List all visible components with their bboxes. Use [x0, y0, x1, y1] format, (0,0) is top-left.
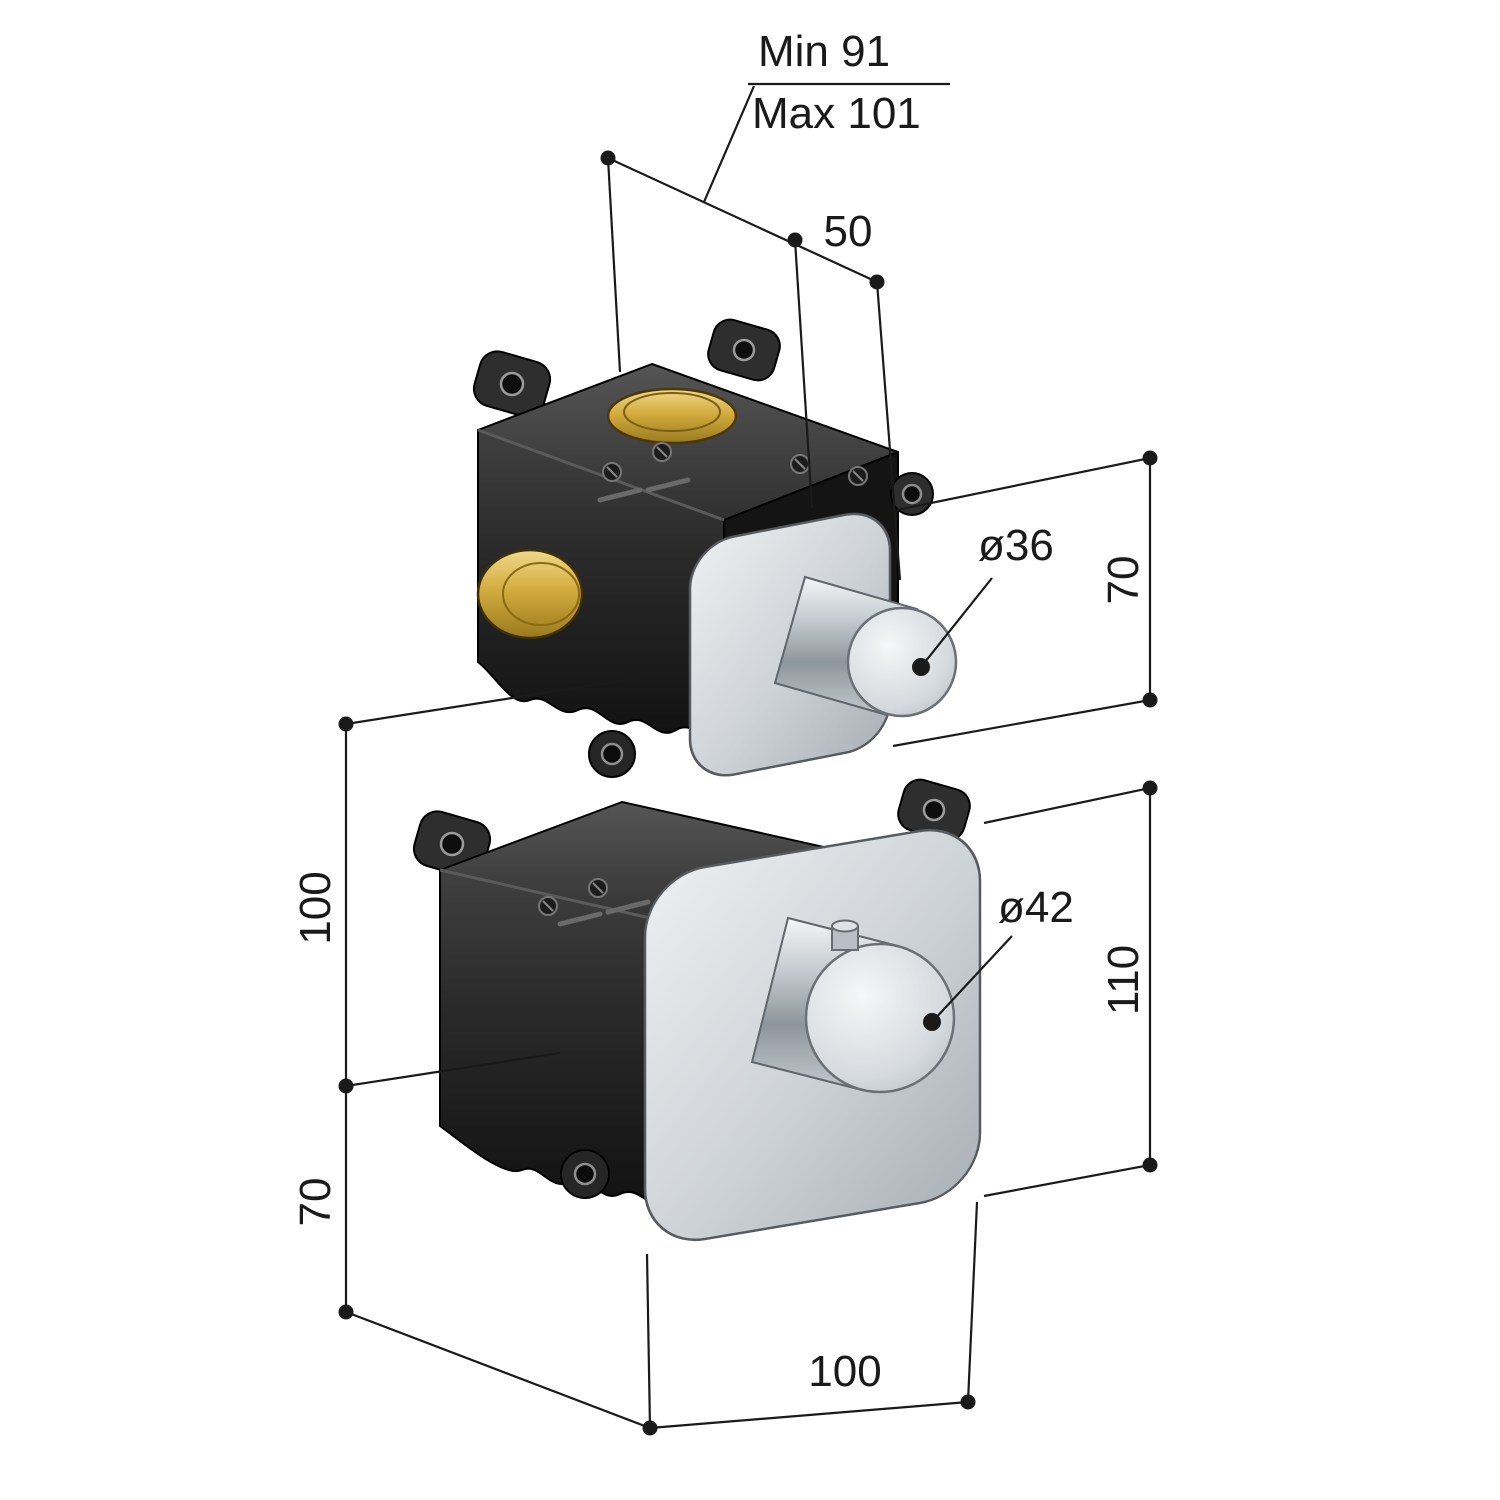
dim-110-ext-bottom [983, 1163, 1151, 1198]
ear-hole [600, 742, 624, 766]
upper-knob-face [846, 606, 958, 718]
dim-dot [869, 274, 885, 290]
brass-top-plug-rim [623, 392, 721, 432]
embossed-mark [645, 477, 691, 493]
dim-70-right-label: 70 [1099, 556, 1148, 605]
dim-dot [338, 1078, 354, 1094]
dia-36-leader-dot [912, 658, 930, 676]
brass-side-plug [476, 548, 584, 640]
embossed-mark [597, 487, 643, 503]
dim-dot [1142, 692, 1158, 708]
dimension-dots [338, 150, 1158, 1436]
ear-hole [439, 831, 465, 857]
ear-hole [901, 483, 923, 505]
dim-dot [1142, 450, 1158, 466]
dimension-labels: Min 91 Max 101 50 ø36 70 100 70 ø42 110 … [291, 27, 1148, 1396]
dim-dot [600, 150, 616, 166]
embossed-mark [557, 911, 603, 927]
dim-depth-ext-knob [875, 281, 902, 581]
brass-top-plug [606, 387, 738, 445]
dim-dot [338, 716, 354, 732]
brass-side-plug-rim [502, 562, 580, 626]
dia-42-leader [931, 935, 1013, 1023]
dim-100-bottom-label: 100 [808, 1347, 881, 1396]
dim-dot [642, 1420, 658, 1436]
screw [602, 462, 622, 482]
dim-110-ext-top [983, 786, 1151, 825]
dim-dot [787, 232, 803, 248]
screw [790, 454, 810, 474]
dim-left-ext-bottom [345, 1310, 651, 1430]
dia-36-label: ø36 [978, 521, 1054, 570]
upper-housing-top-edge-highlight [477, 428, 725, 522]
dim-110-right-label: 110 [1099, 945, 1148, 1015]
screw [538, 896, 558, 916]
dim-dot [1142, 1157, 1158, 1173]
ear-hole [922, 798, 946, 822]
dim-70-right-ext-bottom [892, 698, 1151, 748]
dim-70-right-ext-top [896, 456, 1151, 512]
screw [588, 878, 608, 898]
lower-housing-right-ear [897, 778, 971, 842]
ear-hole [732, 338, 756, 362]
upper-knob [773, 575, 958, 718]
ear-hole [499, 371, 525, 397]
dim-70-left-label: 70 [291, 1178, 340, 1227]
knob-pin-top [831, 919, 859, 933]
dim-depth-max-label: Max 101 [752, 89, 921, 138]
dim-100-left-label: 100 [291, 871, 340, 944]
dim-left-ext-top [345, 672, 666, 726]
screw [652, 442, 672, 462]
ear-hole [573, 1162, 597, 1186]
dimension-lines [344, 82, 1152, 1430]
upper-housing-right-ear-tab [707, 318, 781, 382]
dia-42-label: ø42 [998, 883, 1074, 932]
dim-depth-min-label: Min 91 [758, 27, 890, 76]
dim-minmax-leader [702, 85, 756, 203]
upper-housing-left-ear [472, 350, 552, 418]
dim-50-label: 50 [824, 207, 873, 256]
dim-dot [960, 1394, 976, 1410]
embossed-mark [605, 899, 651, 915]
dia-42-leader-dot [923, 1013, 941, 1031]
lower-knob [750, 916, 956, 1094]
dia-36-leader [920, 577, 993, 668]
dim-dot [1142, 780, 1158, 796]
screw [848, 466, 868, 486]
dim-dot [338, 1304, 354, 1320]
dim-depth-ext-rear [606, 157, 622, 373]
lower-knob-face [804, 942, 956, 1094]
dim-100-bottom-ext-right [966, 1201, 979, 1403]
dim-depth-line [607, 157, 878, 283]
dim-depth-ext-plate [793, 239, 814, 509]
dim-left-ext-mid [345, 1051, 561, 1088]
dim-100-bottom-line [649, 1400, 969, 1430]
dim-100-bottom-ext-left [645, 1253, 652, 1429]
